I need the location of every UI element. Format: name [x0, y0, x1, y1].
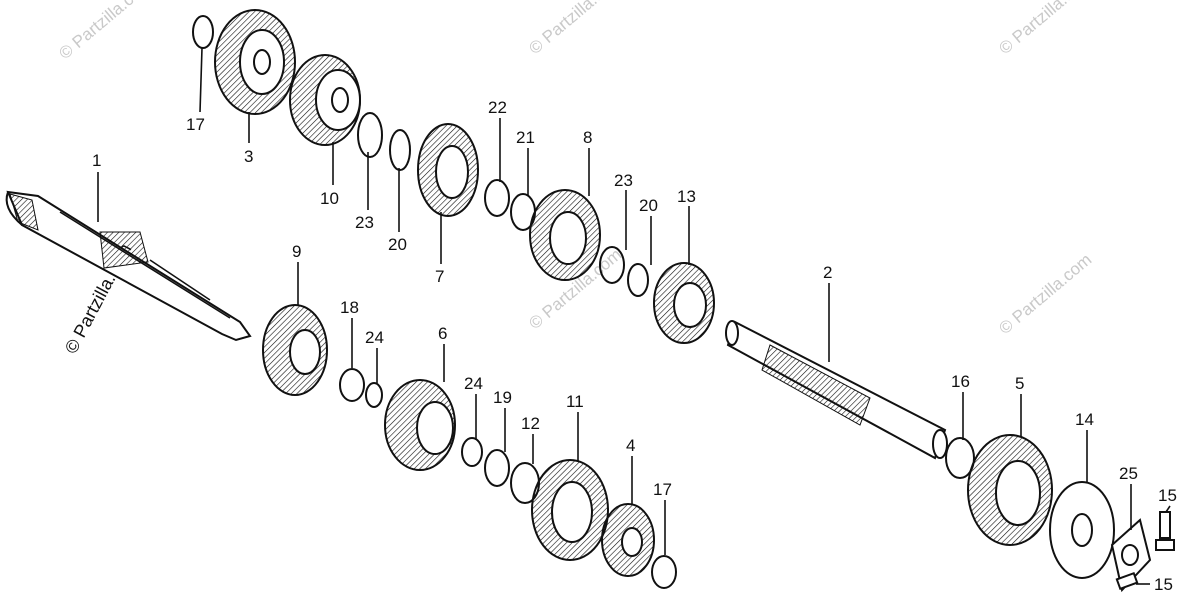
callout-10: 10 — [320, 189, 339, 208]
callout-21: 21 — [516, 128, 535, 147]
callout-13: 13 — [677, 187, 696, 206]
watermark: © Partzilla.com — [995, 250, 1095, 338]
callout-1: 1 — [92, 151, 101, 170]
bolt-15-upper — [1155, 511, 1175, 551]
callout-16: 16 — [951, 372, 970, 391]
washer-20-top — [389, 129, 411, 171]
gear-7 — [417, 123, 479, 217]
bushing-22 — [484, 179, 510, 217]
callout-23: 23 — [355, 213, 374, 232]
washer-20-mid — [627, 263, 649, 297]
callout-17: 17 — [653, 480, 672, 499]
callout-24: 24 — [464, 374, 483, 393]
callout-7: 7 — [435, 267, 444, 286]
gear-5 — [967, 434, 1053, 546]
washer-17-top — [192, 15, 214, 49]
callout-20: 20 — [639, 196, 658, 215]
circlip-23-top — [357, 112, 383, 158]
sprocket-14 — [1049, 481, 1115, 579]
mainshaft — [5, 190, 252, 342]
washer-17-bottom — [651, 555, 677, 589]
gear-6 — [384, 379, 456, 471]
circlip-24-left — [365, 382, 383, 408]
callout-2: 2 — [823, 263, 832, 282]
gear-13 — [653, 262, 715, 344]
callout-22: 22 — [488, 98, 507, 117]
callout-6: 6 — [438, 324, 447, 343]
gear-8 — [529, 189, 601, 281]
callout-20: 20 — [388, 235, 407, 254]
leader-lines — [97, 47, 1171, 585]
callout-15: 15 — [1154, 575, 1173, 594]
callout-18: 18 — [340, 298, 359, 317]
circlip-23-mid — [599, 246, 625, 284]
callout-12: 12 — [521, 414, 540, 433]
watermark: © Partzilla.com — [525, 0, 625, 58]
circlip-24-right — [461, 437, 483, 467]
callout-11: 11 — [566, 392, 584, 411]
callout-9: 9 — [292, 242, 301, 261]
countershaft — [725, 320, 948, 460]
gear-11 — [531, 459, 609, 561]
washer-18 — [339, 368, 365, 402]
bolt-15-lower — [1115, 571, 1139, 591]
callout-8: 8 — [583, 128, 592, 147]
watermark: © Partzilla.com — [55, 0, 155, 63]
watermark: © Partzilla.com — [995, 0, 1095, 58]
callout-24: 24 — [365, 328, 384, 347]
callout-25: 25 — [1119, 464, 1138, 483]
callout-17: 17 — [186, 115, 205, 134]
callout-4: 4 — [626, 436, 635, 455]
callout-14: 14 — [1075, 410, 1094, 429]
callout-19: 19 — [493, 388, 512, 407]
callout-labels: 17 3 10 23 20 7 22 21 8 23 20 13 1 9 18 … — [92, 98, 1177, 594]
gear-4 — [601, 503, 655, 577]
washer-19 — [484, 449, 510, 487]
callout-3: 3 — [244, 147, 253, 166]
callout-5: 5 — [1015, 374, 1024, 393]
callout-15: 15 — [1158, 486, 1177, 505]
gear-9 — [262, 304, 328, 396]
callout-23: 23 — [614, 171, 633, 190]
gear-10 — [289, 54, 361, 146]
gear-3 — [214, 9, 296, 115]
washer-16 — [945, 437, 975, 479]
